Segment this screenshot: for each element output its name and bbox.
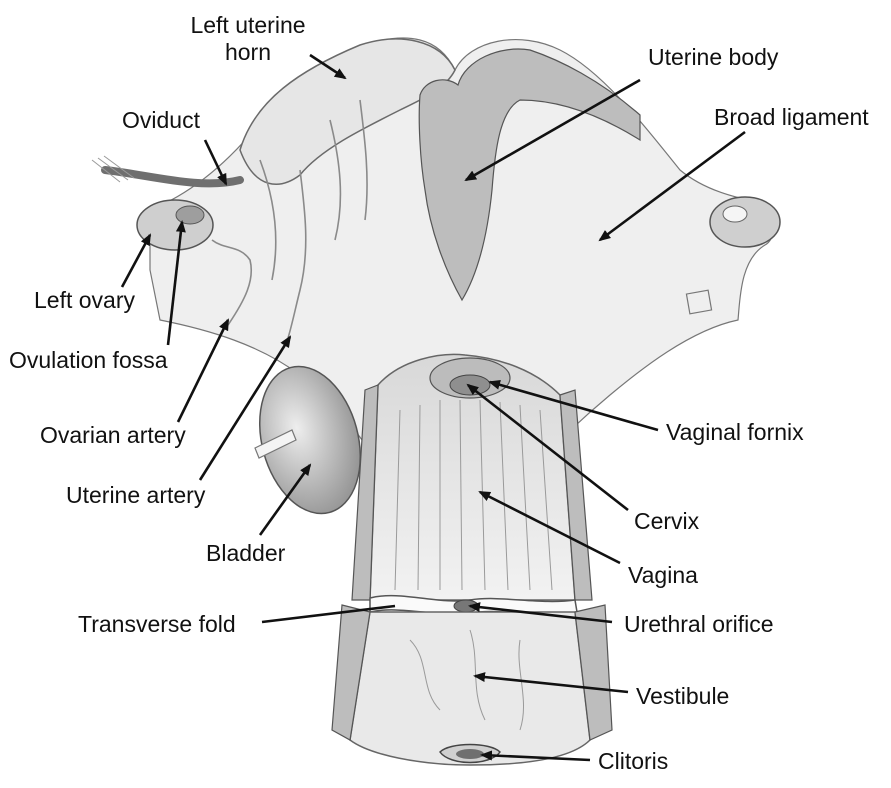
label-cervix: Cervix	[634, 508, 699, 535]
label-left-uterine-horn-line1: Left uterine	[178, 12, 318, 39]
right-ovary-shape	[710, 197, 780, 247]
label-transverse-fold: Transverse fold	[78, 611, 236, 638]
label-left-uterine-horn-line2: horn	[178, 39, 318, 66]
label-uterine-body: Uterine body	[648, 44, 778, 71]
label-bladder: Bladder	[206, 540, 285, 567]
label-ovulation-fossa: Ovulation fossa	[9, 347, 168, 374]
label-uterine-artery: Uterine artery	[66, 482, 205, 509]
label-oviduct: Oviduct	[122, 107, 200, 134]
label-clitoris: Clitoris	[598, 748, 668, 775]
pointer-ovarian-artery	[178, 320, 228, 422]
label-left-uterine-horn: Left uterine horn	[178, 12, 318, 66]
label-vaginal-fornix: Vaginal fornix	[666, 419, 804, 446]
label-urethral-orifice: Urethral orifice	[624, 611, 774, 638]
label-broad-ligament: Broad ligament	[714, 104, 869, 131]
label-vestibule: Vestibule	[636, 683, 729, 710]
label-ovarian-artery: Ovarian artery	[40, 422, 186, 449]
vestibule-shape	[350, 612, 590, 765]
label-left-ovary: Left ovary	[34, 287, 135, 314]
label-vagina: Vagina	[628, 562, 698, 589]
left-ovary-shape	[137, 200, 213, 250]
pointer-left-ovary	[122, 235, 150, 287]
ovulation-fossa-shape	[176, 206, 204, 224]
